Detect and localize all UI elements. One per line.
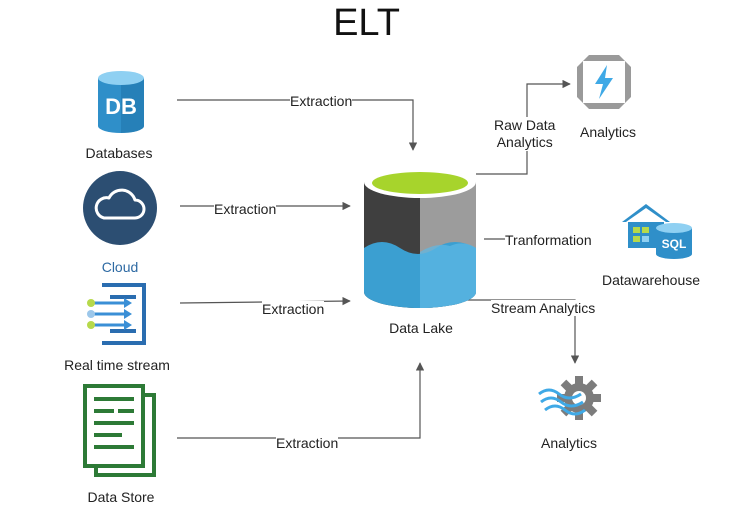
datawarehouse-icon: SQL [622, 204, 692, 259]
realtime-stream-label: Real time stream [64, 357, 170, 373]
gear-analytics-icon [538, 376, 601, 420]
edge-label-cloud: Extraction [214, 201, 277, 217]
analytics-bottom-label: Analytics [540, 435, 598, 451]
lightning-analytics-icon [577, 55, 631, 109]
analytics-top-label: Analytics [579, 124, 637, 140]
edge-label-raw-data-line1: Raw Data [494, 117, 556, 133]
edge-label-raw-data-analytics: Raw Data Analytics [494, 117, 556, 151]
edge-label-transformation: Tranformation [505, 232, 592, 248]
document-stack-icon [83, 384, 156, 477]
databases-label: Databases [85, 145, 153, 161]
edge-label-stream-analytics: Stream Analytics [491, 300, 596, 316]
edge-label-raw-data-line2: Analytics [496, 134, 553, 150]
edge-datastore-to-lake [177, 362, 425, 439]
database-icon: DB [98, 71, 144, 133]
cloud-label: Cloud [101, 259, 139, 275]
diagram-title: ELT [333, 2, 400, 44]
sql-icon-text: SQL [662, 237, 687, 251]
edge-label-datastore: Extraction [276, 435, 339, 451]
data-lake-icon [364, 166, 476, 308]
database-icon-text: DB [105, 94, 137, 119]
cloud-icon [83, 171, 157, 245]
data-lake-label: Data Lake [389, 320, 453, 336]
edge-label-stream: Extraction [262, 301, 325, 317]
edge-databases-to-lake [177, 99, 418, 151]
datastore-label: Data Store [87, 489, 155, 505]
edge-label-databases: Extraction [290, 93, 353, 109]
datawarehouse-label: Datawarehouse [601, 272, 701, 288]
realtime-stream-icon [87, 283, 146, 345]
